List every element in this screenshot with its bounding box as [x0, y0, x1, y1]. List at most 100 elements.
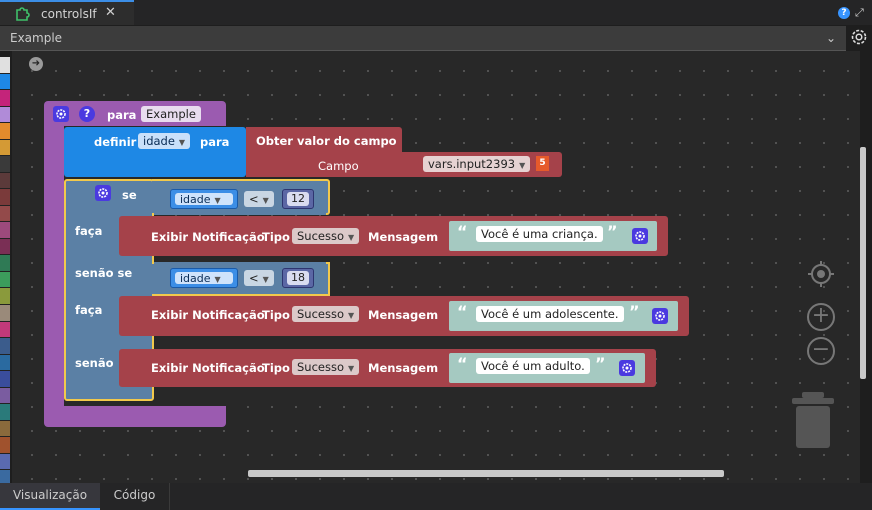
- palette-category[interactable]: [0, 222, 10, 239]
- palette-category[interactable]: [0, 404, 10, 421]
- notification-block[interactable]: Exibir Notificação Tipo Sucesso▼ Mensage…: [119, 216, 668, 256]
- palette-category[interactable]: [0, 288, 10, 305]
- horizontal-scrollbar[interactable]: [248, 470, 724, 477]
- help-icon[interactable]: ?: [79, 106, 95, 122]
- text-value[interactable]: Você é um adolescente.: [476, 306, 624, 322]
- compare-block[interactable]: idade▼ <▼ 18: [154, 262, 326, 294]
- palette-category[interactable]: [0, 271, 10, 289]
- palette-category[interactable]: [0, 354, 10, 372]
- number-block[interactable]: 12: [282, 189, 314, 209]
- compare-block[interactable]: idade▼ <▼ 12: [154, 183, 326, 215]
- gear-icon[interactable]: [652, 308, 668, 324]
- gear-icon[interactable]: [632, 228, 648, 244]
- palette-category[interactable]: [0, 90, 10, 107]
- set-variable-block[interactable]: definir idade▼ para: [64, 127, 246, 177]
- get-field-title: Obter valor do campo: [256, 134, 397, 148]
- operator-dropdown[interactable]: <▼: [244, 191, 274, 207]
- recenter-icon[interactable]: [806, 259, 836, 293]
- tab-bar: [0, 0, 872, 25]
- help-icon[interactable]: ?: [838, 7, 850, 19]
- palette-category[interactable]: [0, 156, 10, 173]
- arrow-right-icon[interactable]: ➜: [29, 57, 43, 71]
- tab-title: controlsIf: [41, 7, 97, 21]
- palette-category[interactable]: [0, 255, 10, 272]
- procedure-keyword: para: [107, 108, 137, 122]
- variable-block[interactable]: idade▼: [170, 189, 238, 209]
- do-label: faça: [75, 224, 103, 238]
- palette-category[interactable]: [0, 371, 10, 388]
- palette-category[interactable]: [0, 189, 10, 206]
- editor-tab[interactable]: controlsIf ✕: [0, 0, 134, 25]
- message-label: Mensagem: [368, 230, 439, 244]
- type-dropdown[interactable]: Sucesso▼: [292, 306, 360, 322]
- type-dropdown[interactable]: Sucesso▼: [292, 359, 360, 375]
- notification-label: Exibir Notificação: [151, 230, 265, 244]
- palette-category[interactable]: [0, 73, 10, 91]
- notification-block[interactable]: Exibir Notificação Tipo Sucesso▼ Mensage…: [119, 296, 689, 336]
- bottom-tab-bar: Visualização Código: [0, 483, 872, 510]
- palette-category[interactable]: [0, 453, 10, 471]
- procedure-select[interactable]: Example ⌄: [0, 26, 846, 51]
- variable-dropdown[interactable]: idade▼: [138, 133, 191, 149]
- to-label: para: [200, 135, 230, 149]
- do-label: faça: [75, 303, 103, 317]
- chevron-down-icon: ⌄: [826, 31, 837, 45]
- procedure-select-value: Example: [10, 31, 63, 45]
- palette-category[interactable]: [0, 304, 10, 322]
- type-label: Tipo: [262, 308, 290, 322]
- zoom-out-icon[interactable]: −: [807, 337, 835, 365]
- tab-visualization[interactable]: Visualização: [0, 483, 100, 510]
- variable-block[interactable]: idade▼: [170, 268, 238, 288]
- palette-category[interactable]: [0, 387, 10, 405]
- palette-category[interactable]: [0, 172, 10, 190]
- message-label: Mensagem: [368, 308, 439, 322]
- gear-icon[interactable]: [95, 185, 111, 201]
- palette-category[interactable]: [0, 106, 10, 124]
- text-value[interactable]: Você é um adulto.: [476, 358, 590, 374]
- trash-icon[interactable]: [792, 392, 834, 454]
- type-label: Tipo: [262, 361, 290, 375]
- palette-category[interactable]: [0, 205, 10, 223]
- palette-category[interactable]: [0, 437, 10, 454]
- field-label: Campo: [318, 159, 359, 173]
- gear-icon[interactable]: [619, 360, 635, 376]
- palette-category[interactable]: [0, 420, 10, 438]
- set-label: definir: [94, 135, 137, 149]
- procedure-name-field[interactable]: Example: [141, 106, 201, 122]
- popout-icon[interactable]: ⤢: [855, 6, 864, 19]
- gear-icon[interactable]: [849, 27, 869, 51]
- type-dropdown[interactable]: Sucesso▼: [292, 228, 360, 244]
- tab-code[interactable]: Código: [100, 483, 170, 510]
- procedure-block[interactable]: ? para Example: [44, 101, 226, 427]
- html5-icon: 5: [536, 156, 549, 171]
- text-block[interactable]: “ Você é uma criança. ”: [449, 221, 657, 251]
- zoom-in-icon[interactable]: +: [807, 303, 835, 331]
- message-label: Mensagem: [368, 361, 439, 375]
- palette-category[interactable]: [0, 238, 10, 256]
- if-label: se: [122, 188, 137, 202]
- palette-category[interactable]: [0, 338, 10, 355]
- vertical-scrollbar[interactable]: [860, 147, 866, 379]
- number-block[interactable]: 18: [282, 268, 314, 288]
- palette-category[interactable]: [0, 57, 10, 74]
- palette-category[interactable]: [0, 123, 10, 140]
- get-field-value-block[interactable]: Obter valor do campo Campo: [246, 127, 402, 177]
- palette-category[interactable]: [0, 139, 10, 157]
- notification-block[interactable]: Exibir Notificação Tipo Sucesso▼ Mensage…: [119, 349, 656, 387]
- puzzle-icon: [14, 5, 32, 26]
- gear-icon[interactable]: [53, 106, 69, 122]
- close-icon[interactable]: ✕: [105, 5, 116, 20]
- elseif-label: senão se: [75, 266, 133, 280]
- field-input-socket: vars.input2393▼ 5: [396, 152, 562, 177]
- field-dropdown[interactable]: vars.input2393▼: [423, 156, 531, 172]
- operator-dropdown[interactable]: <▼: [244, 270, 274, 286]
- type-label: Tipo: [262, 230, 290, 244]
- notification-label: Exibir Notificação: [151, 361, 265, 375]
- notification-label: Exibir Notificação: [151, 308, 265, 322]
- text-block[interactable]: “ Você é um adulto. ”: [449, 353, 645, 383]
- text-block[interactable]: “ Você é um adolescente. ”: [449, 301, 678, 331]
- text-value[interactable]: Você é uma criança.: [476, 226, 603, 242]
- else-label: senão: [75, 356, 114, 370]
- palette-category[interactable]: [0, 321, 10, 339]
- block-category-palette[interactable]: [0, 57, 10, 487]
